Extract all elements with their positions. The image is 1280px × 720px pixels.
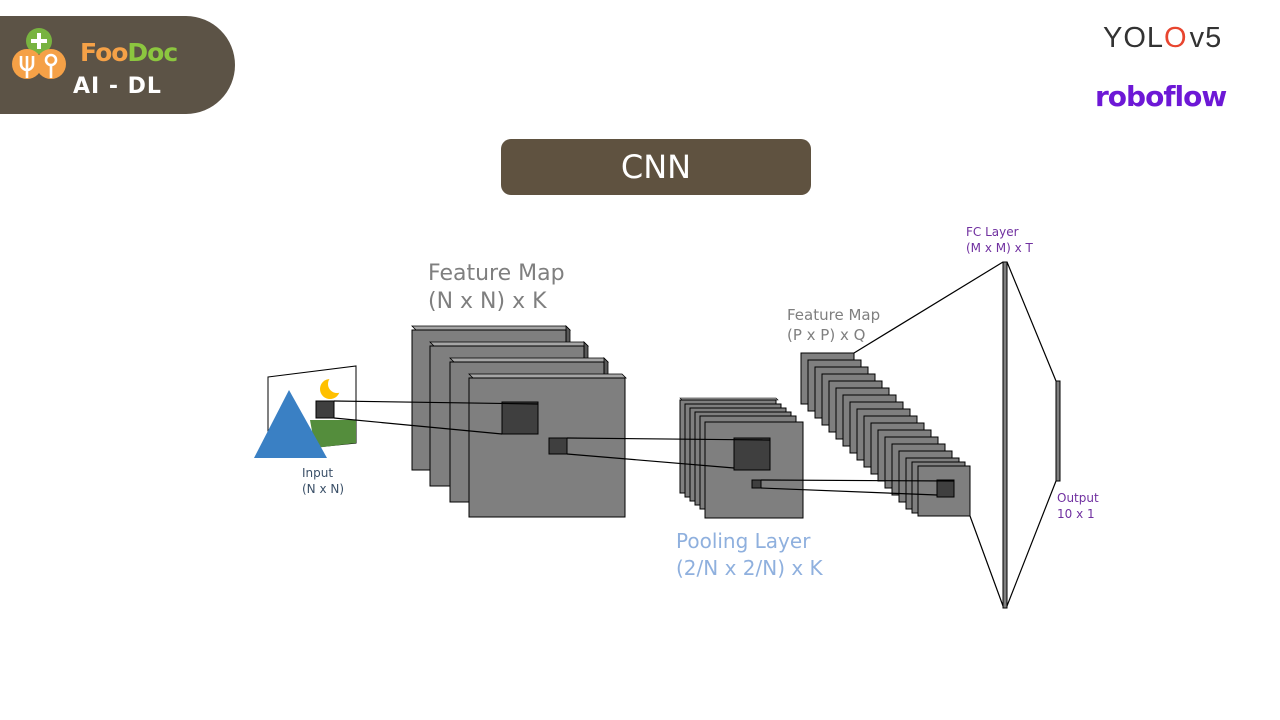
- fc-layer-label: FC Layer (M x M) x T: [966, 225, 1033, 255]
- brand-banner: FooDoc AI - DL: [0, 16, 235, 114]
- brand-name-foo: Foo: [80, 38, 128, 67]
- yolo-prefix: YOL: [1103, 22, 1165, 54]
- fork-spoon-plus-logo-icon: [12, 28, 66, 79]
- feature-map-1-kernel: [501, 401, 539, 435]
- pooling-kernel: [733, 437, 771, 471]
- feature-map-1-stack: [411, 325, 627, 518]
- connection-lines: [333, 261, 1057, 607]
- pooling-window: [751, 479, 762, 489]
- output-layer-bar: [1055, 380, 1061, 482]
- brand-name: FooDoc: [80, 38, 178, 67]
- yolo-flame-icon: O: [1164, 22, 1188, 54]
- yolo-version: v5: [1189, 22, 1223, 54]
- input-label: Input (N x N): [302, 466, 345, 496]
- pooling-layer-label: Pooling Layer (2/N x 2/N) x K: [676, 529, 823, 580]
- roboflow-logo: roboflow: [1095, 80, 1227, 113]
- input-kernel: [315, 400, 335, 419]
- pooling-layer-stack: [679, 397, 804, 519]
- page-title: CNN: [501, 139, 811, 195]
- feature-map-2-kernel: [936, 479, 955, 498]
- feature-map-1-window: [548, 437, 568, 455]
- output-label: Output 10 x 1: [1057, 491, 1099, 521]
- fc-layer-bar: [1002, 261, 1008, 609]
- feature-map-1-label: Feature Map (N x N) x K: [428, 261, 565, 314]
- feature-map-2-label: Feature Map (P x P) x Q: [787, 306, 881, 344]
- input-image: [254, 365, 357, 458]
- brand-name-doc: Doc: [127, 38, 178, 67]
- feature-map-2-stack: [800, 352, 971, 517]
- brand-subtitle: AI - DL: [73, 74, 162, 99]
- yolov5-logo: YOLOv5: [1103, 22, 1222, 55]
